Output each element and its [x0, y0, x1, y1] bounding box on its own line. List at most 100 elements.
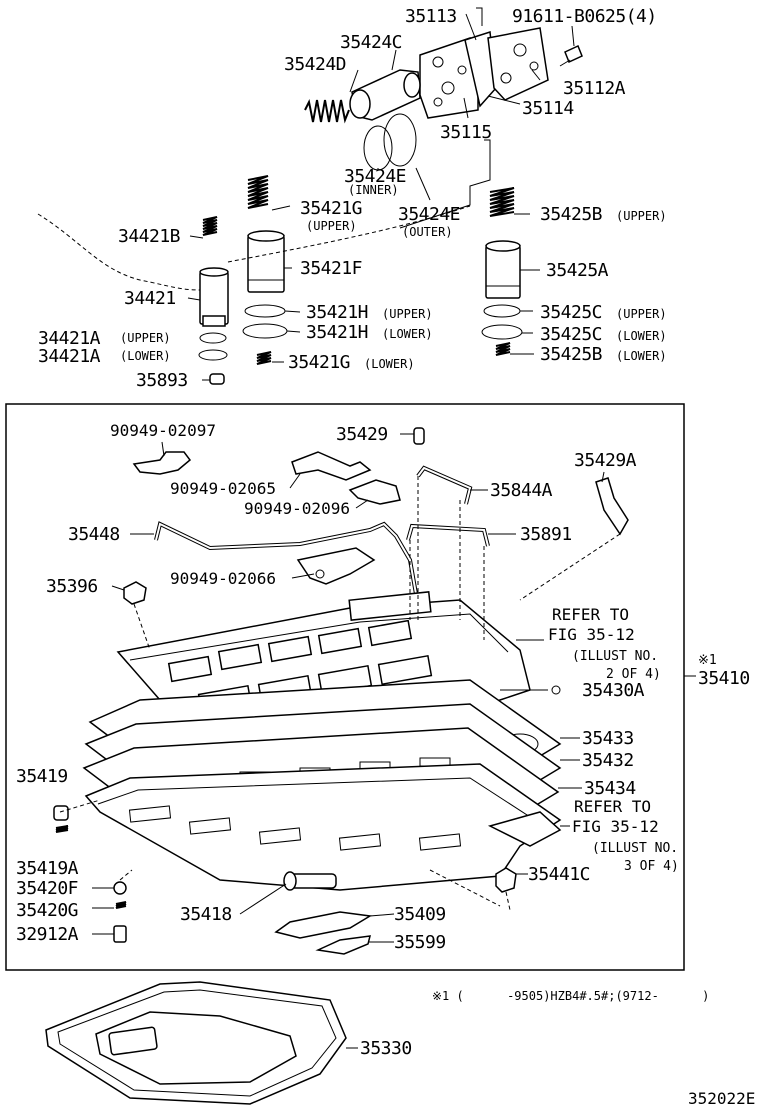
- spring-35420g: [115, 901, 127, 909]
- pin-35429: [413, 427, 425, 445]
- o-ring-34421a-upper: [199, 332, 227, 344]
- label-90949-02065: 90949-02065: [170, 479, 276, 498]
- label-35113: 35113: [405, 6, 457, 27]
- part-35419: [53, 805, 69, 821]
- label-35429: 35429: [336, 424, 388, 445]
- label-35441c: 35441C: [528, 864, 590, 885]
- note-inner: (INNER): [348, 183, 399, 197]
- piston-34421: [199, 267, 229, 327]
- label-90949-02097: 90949-02097: [110, 421, 216, 440]
- note-lower-34421a: (LOWER): [120, 349, 171, 363]
- label-35421g-lower: 35421G: [288, 352, 350, 373]
- label-35424e-inner: 35424E: [344, 166, 406, 187]
- note-upper-35425c: (UPPER): [616, 307, 667, 321]
- label-35419a: 35419A: [16, 858, 79, 879]
- label-35421g-upper: 35421G: [300, 198, 362, 219]
- note-upper-35421g: (UPPER): [306, 219, 357, 233]
- o-ring-35425c-upper: [483, 304, 521, 318]
- label-35114: 35114: [522, 98, 574, 119]
- star-mark: ※1: [698, 653, 717, 668]
- bracket-90949-02097: [132, 451, 192, 475]
- label-35424e-outer: 35424E: [398, 204, 460, 225]
- spring-35424d: [304, 98, 350, 124]
- bracket-90949-02066: [296, 547, 376, 585]
- ball-35420f: [113, 881, 127, 895]
- label-35599: 35599: [394, 932, 446, 953]
- label-35112a: 35112A: [563, 78, 626, 99]
- label-35424c: 35424C: [340, 32, 402, 53]
- top-leader-lines: [37, 7, 575, 381]
- piston-35425a: [485, 240, 521, 299]
- pipe-35844a: [416, 465, 473, 505]
- o-ring-35421h-lower: [242, 323, 288, 339]
- ref1-line3: (ILLUST NO.: [572, 649, 658, 664]
- note-lower-35421g: (LOWER): [364, 357, 415, 371]
- ref2-line1: REFER TO: [574, 797, 651, 816]
- part-32912a: [113, 925, 127, 943]
- label-35425c-upper: 35425C: [540, 302, 602, 323]
- spring-35419a: [55, 825, 69, 833]
- elbow-35429a: [595, 477, 629, 536]
- label-35330: 35330: [360, 1038, 412, 1059]
- label-35844a: 35844A: [490, 480, 553, 501]
- spring-35421g-upper: [247, 175, 269, 209]
- label-35425c-lower: 35425C: [540, 324, 602, 345]
- solenoid-cover-assembly: [419, 27, 583, 119]
- piston-35421f: [247, 230, 285, 293]
- plate-35599: [315, 935, 371, 955]
- valve-body-frame: [5, 403, 685, 971]
- o-ring-35425c-lower: [481, 324, 523, 340]
- label-35425a: 35425A: [546, 260, 609, 281]
- footnote: ※1 ( -9505)HZB4#.5#;(9712- ): [432, 989, 709, 1003]
- bracket-90949-02065: [291, 451, 372, 481]
- spring-35425b-upper: [489, 187, 515, 217]
- label-34421a-upper: 34421A: [38, 328, 101, 349]
- label-35430a: 35430A: [582, 680, 645, 701]
- note-upper-35421h: (UPPER): [382, 307, 433, 321]
- label-34421b: 34421B: [118, 226, 180, 247]
- spring-35421g-lower: [256, 351, 272, 365]
- plunger-35418: [283, 871, 337, 891]
- label-90949-02096: 90949-02096: [244, 499, 350, 518]
- label-35432: 35432: [582, 750, 634, 771]
- label-35420g: 35420G: [16, 900, 78, 921]
- plate-35409: [274, 911, 373, 939]
- label-34421a-lower: 34421A: [38, 346, 101, 367]
- o-ring-34421a-lower: [198, 349, 228, 361]
- label-35421h-upper: 35421H: [306, 302, 368, 323]
- label-35893: 35893: [136, 370, 188, 391]
- sleeve-35424c: [349, 69, 421, 121]
- spring-35425b-lower: [495, 342, 511, 356]
- lower-valve-body: [84, 763, 562, 891]
- label-35418: 35418: [180, 904, 232, 925]
- plug-35396: [123, 581, 147, 605]
- oil-pan-35330: [45, 981, 358, 1105]
- figure-code: 352022E: [688, 1089, 755, 1108]
- note-outer: (OUTER): [402, 225, 453, 239]
- label-35115: 35115: [440, 122, 492, 143]
- plug-35441c: [495, 867, 517, 893]
- label-35421f: 35421F: [300, 258, 362, 279]
- label-35434: 35434: [584, 778, 636, 799]
- ref1-line2: FIG 35-12: [548, 625, 635, 644]
- ref2-line3: (ILLUST NO.: [592, 841, 678, 856]
- ref2-line2: FIG 35-12: [572, 817, 659, 836]
- label-35448: 35448: [68, 524, 120, 545]
- label-35433: 35433: [582, 728, 634, 749]
- note-lower-35425b: (LOWER): [616, 349, 667, 363]
- ref2-line4: 3 OF 4): [624, 859, 679, 874]
- label-35396: 35396: [46, 576, 98, 597]
- note-lower-35425c: (LOWER): [616, 329, 667, 343]
- spring-34421b: [202, 216, 218, 236]
- label-35409: 35409: [394, 904, 446, 925]
- label-35425b-lower: 35425B: [540, 344, 602, 365]
- label-35419: 35419: [16, 766, 68, 787]
- label-35420f: 35420F: [16, 878, 78, 899]
- note-upper-35425b: (UPPER): [616, 209, 667, 223]
- label-90949-02066: 90949-02066: [170, 569, 276, 588]
- label-35425b-upper: 35425B: [540, 204, 602, 225]
- label-35429a: 35429A: [574, 450, 637, 471]
- ref1-line4: 2 OF 4): [606, 667, 661, 682]
- note-lower-35421h: (LOWER): [382, 327, 433, 341]
- ref1-line1: REFER TO: [552, 605, 629, 624]
